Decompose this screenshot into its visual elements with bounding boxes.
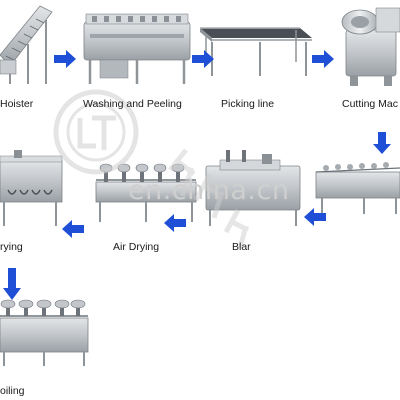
- step-label-boiling: oiling: [0, 385, 25, 397]
- step-label-air-drying: Air Drying: [113, 241, 160, 253]
- step-label-picking-line: Picking line: [221, 98, 275, 110]
- arrow-down-icon: [3, 268, 21, 300]
- step-label-cutting: Cutting Mac: [342, 98, 399, 110]
- arrow-right-icon: [192, 50, 214, 68]
- site-watermark: en.china.cn: [128, 175, 290, 206]
- chinese-watermark: [168, 148, 250, 249]
- drying-machine: [0, 150, 63, 226]
- cutting-machine: [341, 7, 400, 86]
- arrow-left-icon: [164, 214, 186, 232]
- arrow-left-icon: [304, 208, 326, 226]
- step-label-blanching: Blar: [232, 241, 251, 253]
- arrow-down-icon: [373, 132, 391, 154]
- hoister-machine: [0, 5, 53, 84]
- step-label-hoister: Hoister: [0, 98, 34, 110]
- flow-arrows: [3, 50, 391, 300]
- seal-watermark: [53, 89, 139, 175]
- air-drying-machine: [95, 163, 197, 222]
- blanching-machine: [205, 150, 301, 226]
- step-label-drying: rying: [0, 241, 23, 253]
- picking-line-machine: [200, 27, 312, 76]
- washing-line-machine: [315, 162, 400, 214]
- washing-peeling-machine: [83, 13, 191, 84]
- step-label-washing-peeling: Washing and Peeling: [83, 98, 182, 110]
- arrow-left-icon: [62, 220, 84, 238]
- arrow-right-icon: [312, 50, 334, 68]
- boiling-machine: [0, 299, 89, 366]
- arrow-right-icon: [54, 50, 76, 68]
